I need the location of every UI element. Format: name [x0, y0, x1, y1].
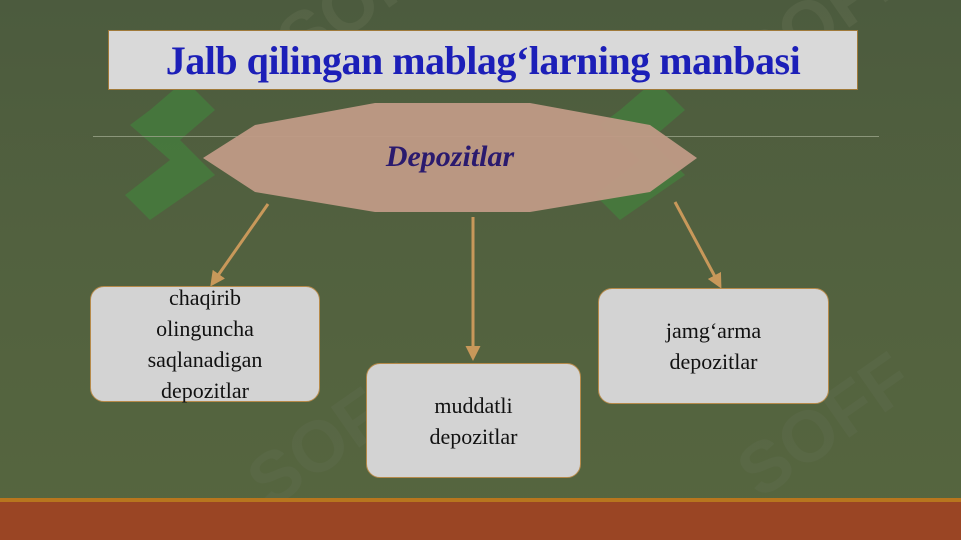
branch-line: muddatli	[434, 392, 513, 418]
branch-line: depozitlar	[161, 378, 249, 403]
bottom-band	[0, 498, 961, 540]
center-label: Depozitlar	[385, 140, 515, 173]
branch-box-left: chaqirib olinguncha saqlanadigan depozit…	[90, 285, 320, 403]
branch-box-middle: muddatli depozitlar	[366, 363, 581, 478]
slide-title: Jalb qilingan mablag‘larning manbasi	[165, 37, 801, 83]
arrow-right	[673, 201, 722, 289]
branch-box-right: jamg‘arma depozitlar	[598, 288, 829, 404]
branch-line: saqlanadigan	[147, 347, 263, 372]
branch-label-middle: muddatli depozitlar	[430, 390, 518, 452]
branch-label-left: chaqirib olinguncha saqlanadigan depozit…	[148, 282, 263, 406]
branch-line: jamg‘arma	[665, 318, 762, 343]
branch-label-right: jamg‘arma depozitlar	[666, 315, 761, 377]
branch-line: depozitlar	[429, 423, 518, 449]
branch-line: depozitlar	[669, 349, 758, 374]
branch-line: chaqirib	[168, 285, 242, 310]
title-box: Jalb qilingan mablag‘larning manbasi	[108, 30, 858, 90]
arrow-left	[210, 203, 270, 287]
branch-line: olinguncha	[156, 316, 254, 341]
center-shape	[203, 103, 697, 212]
